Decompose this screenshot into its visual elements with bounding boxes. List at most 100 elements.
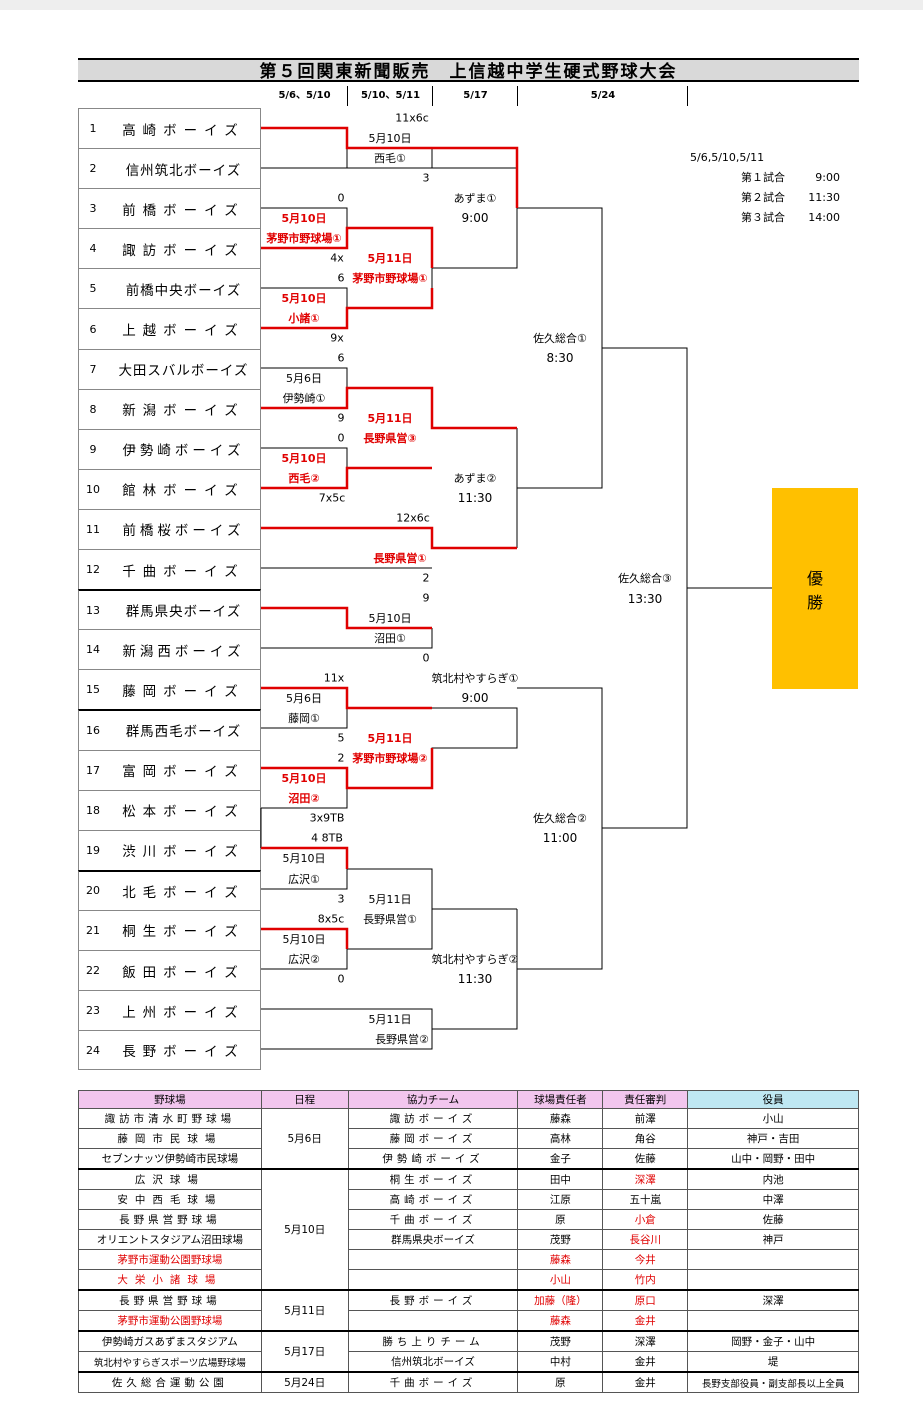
score-label: 11x6c <box>395 111 429 125</box>
umpire-cell: 五十嵐 <box>602 1189 689 1210</box>
match-venue-label: 長野県営① <box>373 552 427 565</box>
manager-cell: 藤森 <box>517 1108 604 1129</box>
manager-cell: 江原 <box>517 1189 604 1210</box>
column-header: 日程 <box>260 1090 349 1109</box>
officer-cell: 堤 <box>687 1351 859 1373</box>
match-venue-label: 広沢① <box>288 873 320 886</box>
bracket-line <box>261 1029 433 1050</box>
schedule-header: 5/6,5/10,5/11 <box>690 151 765 164</box>
match-venue-label: 佐久総合② <box>533 812 587 825</box>
bracket-line <box>347 868 433 909</box>
umpire-cell: 今井 <box>602 1249 689 1270</box>
venue-cell: 伊勢崎ガスあずまスタジアム <box>78 1330 262 1352</box>
table-row: 大栄小諸球場 小山 竹内 <box>78 1269 859 1291</box>
team-number: 14 <box>86 643 100 657</box>
team-number: 17 <box>86 763 100 777</box>
score-label: 0 <box>337 431 345 445</box>
date-cell: 5月17日 <box>260 1330 349 1373</box>
team-name: 千曲ボーイズ <box>122 563 245 580</box>
match-venue-label: 茅野市野球場① <box>266 232 342 245</box>
venue-cell: セブンナッツ伊勢崎市民球場 <box>78 1148 262 1170</box>
venue-cell: 筑北村やすらぎスポーツ広場野球場 <box>78 1351 262 1373</box>
match-venue-label: 佐久総合① <box>533 332 587 345</box>
officer-cell: 山中・岡野・田中 <box>687 1148 859 1170</box>
team-cell: 千曲ボーイズ <box>347 1209 519 1230</box>
date-divider <box>687 86 688 106</box>
team-name: 諏訪ボーイズ <box>122 242 245 259</box>
match-date-label: 5月10日 <box>281 212 327 225</box>
team-name: 藤岡ボーイズ <box>122 683 245 700</box>
match-date-label: 5月10日 <box>281 292 327 305</box>
bracket-line <box>431 707 518 788</box>
team-name: 上越ボーイズ <box>122 323 245 340</box>
match-venue-label: あずま① <box>453 192 497 205</box>
manager-cell: 茂野 <box>517 1229 604 1250</box>
score-label: 4 8TB <box>311 831 343 845</box>
team-name: 館林ボーイズ <box>122 483 245 500</box>
bracket-line <box>261 869 348 890</box>
team-name: 北毛ボーイズ <box>122 884 245 901</box>
umpire-cell: 深澤 <box>602 1330 689 1352</box>
match-date-label: 5月6日 <box>286 692 322 705</box>
match-venue-label: 長野県営① <box>363 913 417 926</box>
schedule-label: 第３試合 <box>741 211 785 224</box>
match-venue-label: 茅野市野球場① <box>352 272 428 285</box>
winner-line <box>261 927 349 949</box>
score-label: 0 <box>337 191 345 205</box>
score-label: 9x <box>330 331 344 345</box>
match-venue-label: あずま② <box>453 472 497 485</box>
table-row: 諏訪市清水町野球場 5月6日 諏訪ボーイズ 藤森 前澤 小山 <box>78 1108 859 1170</box>
team-row: 6 上越ボーイズ <box>78 308 261 349</box>
table-row: 長野県営野球場 千曲ボーイズ 原 小倉 佐藤 <box>78 1209 859 1230</box>
match-venue-label: 西毛② <box>288 472 320 485</box>
officer-cell: 岡野・金子・山中 <box>687 1330 859 1352</box>
team-number: 6 <box>89 322 97 336</box>
manager-cell: 藤森 <box>517 1249 604 1270</box>
match-time-label: 8:30 <box>546 351 574 365</box>
manager-cell: 高林 <box>517 1128 604 1149</box>
team-cell: 藤岡ボーイズ <box>347 1128 519 1149</box>
venue-cell: 諏訪市清水町野球場 <box>78 1108 262 1129</box>
winner-line <box>261 686 432 710</box>
bracket-line <box>261 788 348 809</box>
match-date-label: 5月10日 <box>368 132 412 145</box>
score-label: 9 <box>337 411 345 425</box>
team-cell: 桐生ボーイズ <box>347 1168 519 1190</box>
officer-cell: 内池 <box>687 1168 859 1190</box>
match-venue-label: 沼田② <box>288 792 320 805</box>
column-header: 協力チーム <box>347 1090 519 1109</box>
score-label: 12x6c <box>396 511 430 525</box>
schedule-time: 11:30 <box>808 191 840 204</box>
team-cell: 群馬県央ボーイズ <box>347 1229 519 1250</box>
team-number: 19 <box>86 843 100 857</box>
umpire-cell: 深澤 <box>602 1168 689 1190</box>
date-cell: 5月10日 <box>260 1168 349 1291</box>
score-label: 4x <box>330 251 344 265</box>
bracket-line <box>261 367 348 388</box>
match-time-label: 13:30 <box>627 592 663 606</box>
table-row: 長野県営野球場 5月11日 長野ボーイズ 加藤（隆） 原口 深澤 <box>78 1289 859 1332</box>
bracket-line <box>517 207 603 489</box>
column-header: 責任審判 <box>602 1090 689 1109</box>
tournament-bracket <box>260 126 772 1050</box>
match-time-label: 11:30 <box>457 972 493 986</box>
umpire-cell: 角谷 <box>602 1128 689 1149</box>
bracket-line <box>261 708 348 729</box>
match-time-label: 9:00 <box>461 211 489 225</box>
champion-box: 優 勝 <box>772 488 858 689</box>
winner-line <box>261 846 349 869</box>
match-time-label: 11:00 <box>542 831 578 845</box>
manager-cell: 藤森 <box>517 1310 604 1332</box>
manager-cell: 田中 <box>517 1168 604 1190</box>
